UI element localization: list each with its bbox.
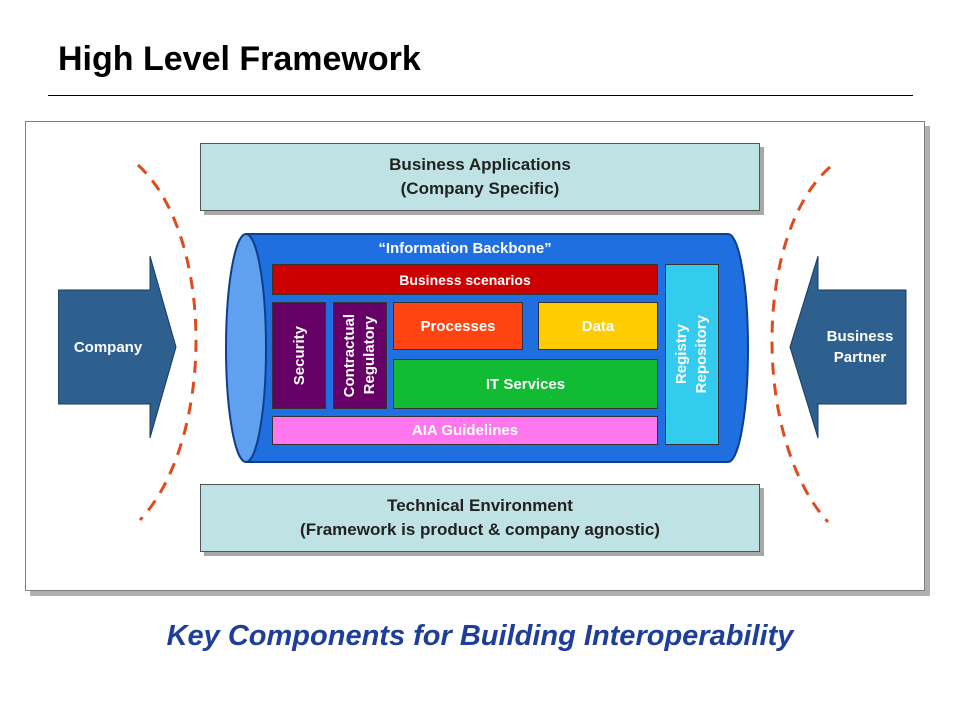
regulatory-label: Regulatory	[361, 316, 378, 395]
aia-guidelines-bar: AIA Guidelines	[272, 416, 658, 445]
registry-label: Registry	[673, 324, 690, 385]
business-applications-title: Business Applications	[389, 155, 571, 174]
security-label: Security	[290, 325, 308, 386]
right-dashed-bracket	[770, 165, 831, 524]
it-services-box: IT Services	[393, 359, 658, 409]
footer-tagline: Key Components for Building Interoperabi…	[166, 620, 794, 652]
contractual-regulatory-bar: Contractual Regulatory	[333, 302, 387, 409]
information-backbone-label: “Information Backbone”	[378, 239, 552, 257]
left-dashed-bracket	[136, 163, 198, 522]
registry-repository-bar: Registry Repository	[665, 264, 719, 445]
technical-environment-box: Technical Environment (Framework is prod…	[200, 484, 760, 552]
business-partner-line1: Business	[826, 328, 894, 345]
business-partner-label: Business Partner	[812, 324, 908, 370]
company-arrow	[58, 256, 177, 438]
repository-label: Repository	[693, 315, 710, 394]
business-partner-line2: Partner	[833, 349, 887, 366]
business-partner-arrow	[789, 256, 907, 438]
data-box: Data	[538, 302, 658, 350]
business-scenarios-bar: Business scenarios	[272, 264, 658, 295]
company-label: Company	[73, 338, 143, 356]
technical-environment-subtitle: (Framework is product & company agnostic…	[300, 520, 660, 539]
contractual-label: Contractual	[341, 313, 358, 398]
title-divider	[48, 95, 913, 96]
security-bar: Security	[272, 302, 326, 409]
business-applications-box: Business Applications (Company Specific)	[200, 143, 760, 211]
technical-environment-title: Technical Environment	[387, 496, 573, 515]
business-applications-subtitle: (Company Specific)	[400, 179, 560, 198]
page-title: High Level Framework	[58, 40, 421, 78]
processes-box: Processes	[393, 302, 523, 350]
